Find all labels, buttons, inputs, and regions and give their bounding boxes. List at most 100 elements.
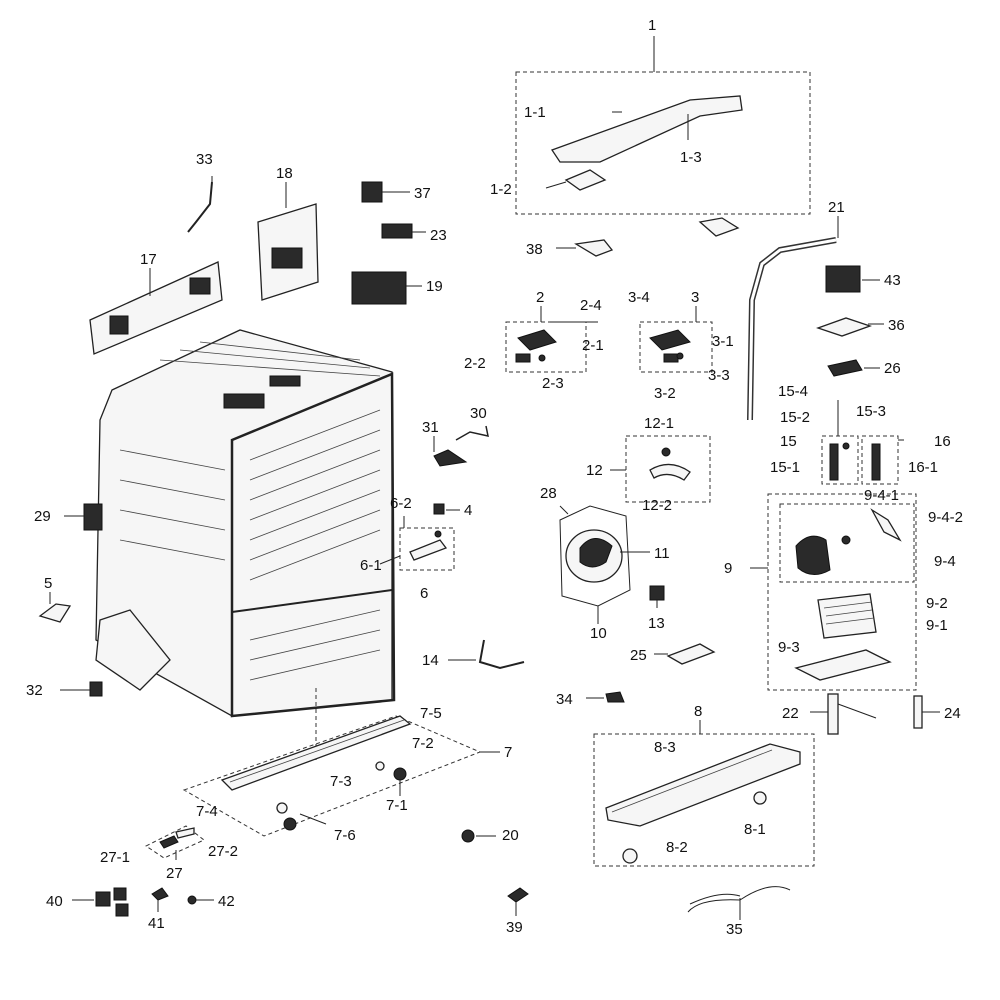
label-3-4: 3-4	[628, 289, 650, 306]
label-6-2: 6-2	[390, 495, 412, 512]
part-43	[825, 265, 880, 293]
label-36: 36	[888, 317, 905, 334]
label-43: 43	[884, 272, 901, 289]
label-12-2: 12-2	[642, 497, 672, 514]
label-30: 30	[470, 405, 487, 422]
label-7-1: 7-1	[386, 797, 408, 814]
part-38	[556, 239, 614, 257]
refrigerator-cabinet	[95, 329, 396, 760]
label-3-1: 3-1	[712, 333, 734, 350]
label-1-3: 1-3	[680, 149, 702, 166]
label-5: 5	[44, 575, 52, 592]
label-7-3: 7-3	[330, 773, 352, 790]
part-25	[654, 643, 716, 665]
label-2-2: 2-2	[464, 355, 486, 372]
label-8-1: 8-1	[744, 821, 766, 838]
label-7: 7	[504, 744, 512, 761]
part-group-27	[145, 825, 205, 860]
label-31: 31	[422, 419, 439, 436]
label-1-2: 1-2	[490, 181, 512, 198]
label-3-2: 3-2	[654, 385, 676, 402]
label-3-3: 3-3	[708, 367, 730, 384]
part-group-3	[639, 306, 713, 373]
part-22	[810, 693, 877, 735]
part-5	[38, 592, 72, 623]
label-14: 14	[422, 652, 439, 669]
label-7-6: 7-6	[334, 827, 356, 844]
label-8: 8	[694, 703, 702, 720]
label-15-4: 15-4	[778, 383, 808, 400]
label-37: 37	[414, 185, 431, 202]
label-19: 19	[426, 278, 443, 295]
label-29: 29	[34, 508, 51, 525]
label-15-1: 15-1	[770, 459, 800, 476]
part-41	[151, 887, 169, 912]
part-group-6	[379, 516, 455, 571]
part-group-16	[861, 435, 904, 485]
label-18: 18	[276, 165, 293, 182]
part-34	[586, 691, 625, 703]
part-13	[649, 585, 665, 608]
label-32: 32	[26, 682, 43, 699]
part-21-tube	[747, 216, 839, 421]
label-9-4: 9-4	[934, 553, 956, 570]
part-35-harness	[687, 886, 791, 920]
label-9-2: 9-2	[926, 595, 948, 612]
label-41: 41	[148, 915, 165, 932]
label-9-4-2: 9-4-2	[928, 509, 963, 526]
label-9-4-1: 9-4-1	[864, 487, 899, 504]
label-24: 24	[944, 705, 961, 722]
label-2-1: 2-1	[582, 337, 604, 354]
part-19	[351, 271, 422, 305]
label-11: 11	[654, 545, 670, 562]
label-9-3: 9-3	[778, 639, 800, 656]
label-15: 15	[780, 433, 797, 450]
part-group-7	[182, 715, 500, 837]
part-group-15	[821, 400, 859, 485]
label-9: 9	[724, 560, 732, 577]
label-23: 23	[430, 227, 447, 244]
label-1-1: 1-1	[524, 104, 546, 121]
part-23	[381, 223, 426, 239]
label-2-3: 2-3	[542, 375, 564, 392]
label-20: 20	[502, 827, 519, 844]
part-31	[433, 436, 468, 467]
label-38: 38	[526, 241, 543, 258]
label-33: 33	[196, 151, 213, 168]
part-32	[60, 681, 103, 697]
label-42: 42	[218, 893, 235, 910]
part-40	[72, 887, 129, 917]
part-group-12	[610, 435, 711, 503]
label-10: 10	[590, 625, 607, 642]
label-3: 3	[691, 289, 699, 306]
part-group-2	[505, 306, 598, 373]
part-10-11-compressor	[559, 505, 650, 624]
part-20	[461, 829, 496, 843]
label-12-1: 12-1	[644, 415, 674, 432]
label-34: 34	[556, 691, 573, 708]
part-36	[816, 317, 884, 337]
part-4	[433, 503, 460, 515]
label-6-1: 6-1	[360, 557, 382, 574]
label-27: 27	[166, 865, 183, 882]
part-37	[361, 181, 410, 203]
part-17	[89, 261, 223, 355]
label-13: 13	[648, 615, 665, 632]
label-12: 12	[586, 462, 603, 479]
part-18	[257, 182, 319, 301]
label-16-1: 16-1	[908, 459, 938, 476]
part-30	[455, 425, 489, 441]
label-6: 6	[420, 585, 428, 602]
label-22: 22	[782, 705, 799, 722]
label-17: 17	[140, 251, 157, 268]
label-27-1: 27-1	[100, 849, 130, 866]
label-7-2: 7-2	[412, 735, 434, 752]
label-2-4: 2-4	[580, 297, 602, 314]
label-28: 28	[540, 485, 557, 502]
label-15-2: 15-2	[780, 409, 810, 426]
label-1: 1	[648, 17, 656, 34]
label-8-2: 8-2	[666, 839, 688, 856]
part-unlabeled-clip	[698, 217, 740, 237]
part-42	[187, 895, 214, 905]
label-4: 4	[464, 502, 472, 519]
